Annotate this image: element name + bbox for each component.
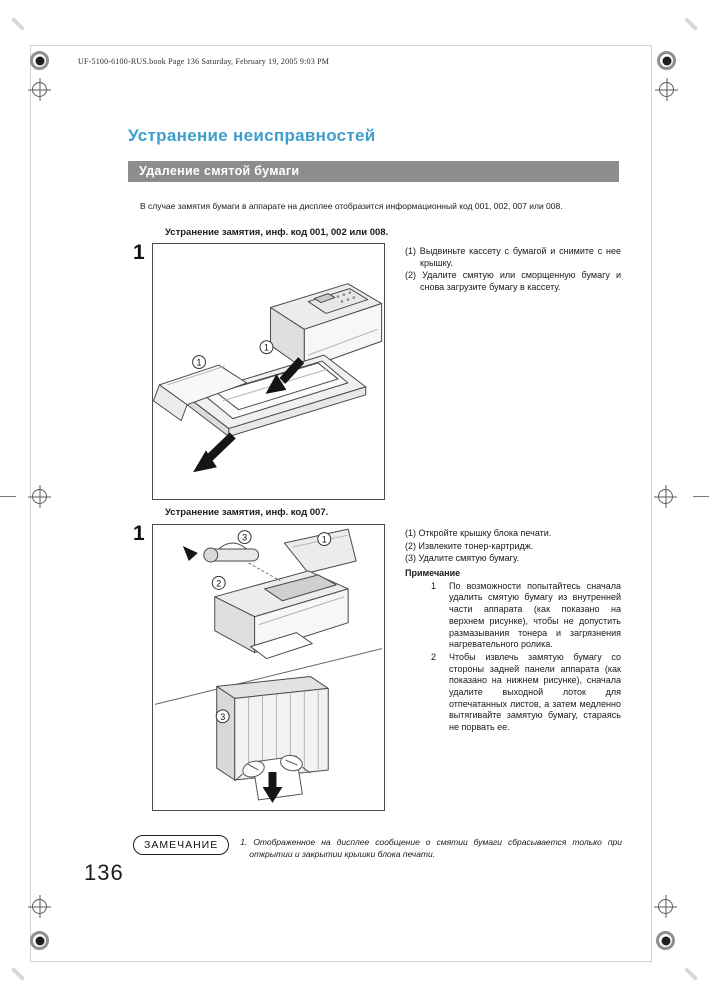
instruction-item: (2) Удалите смятую или сморщенную бумагу… (405, 270, 621, 293)
note-text: По возможности попытайтесь сначала удали… (449, 580, 621, 650)
registration-bullseye-top-right (657, 51, 676, 70)
instruction-item: (2) Извлеките тонер-картридж. (405, 540, 534, 551)
instruction-item: (3) Удалите смятую бумагу. (405, 553, 520, 564)
figure2-callouts: 3 1 2 3 (211, 530, 332, 724)
note-number: 1 (431, 580, 437, 591)
registration-crosshair-mid-right (658, 489, 673, 504)
figure1-label-flap: 1 (197, 358, 202, 368)
note-number: 2 (431, 651, 437, 662)
note-item: 1 По возможности попытайтесь сначала уда… (431, 581, 621, 651)
note-heading: Примечание (405, 568, 461, 579)
section-title-bar: Удаление смятой бумаги (128, 161, 619, 182)
registration-crosshair-bottom-right (658, 899, 673, 914)
figure-jam-printer: 3 1 2 3 (152, 524, 385, 811)
figure1-callouts: 1 1 (192, 340, 274, 370)
procedure2-heading: Устранение замятия, инф. код 007. (165, 507, 329, 518)
procedure2-instructions: (1) Откройте крышку блока печати. (2) Из… (405, 528, 621, 735)
note-list: 1 По возможности попытайтесь сначала уда… (405, 581, 621, 734)
chapter-title: Устранение неисправностей (128, 126, 376, 145)
page-number: 136 (84, 860, 124, 885)
registration-crosshair-bottom-left (32, 899, 47, 914)
pull-direction-arrows (193, 357, 305, 473)
notice-label: ЗАМЕЧАНИЕ (133, 835, 230, 855)
footer-notice: ЗАМЕЧАНИЕ 1. Отображенное на дисплее соо… (133, 835, 622, 861)
procedure1-step-number: 1 (133, 241, 145, 264)
scan-artifact (683, 966, 699, 982)
note-text: Чтобы извлечь замятую бумагу со стороны … (449, 651, 621, 732)
instruction-item: (1) Откройте крышку блока печати. (405, 528, 552, 538)
print-slug: UF-5100-6100-RUS.book Page 136 Saturday,… (78, 57, 330, 66)
print-frame (30, 45, 652, 962)
printer-jam-illustration: 3 1 2 3 (154, 528, 383, 803)
notice-text: 1. Отображенное на дисплее сообщение о с… (240, 837, 622, 859)
procedure1-heading: Устранение замятия, инф. код 001, 002 ил… (165, 227, 389, 238)
registration-crosshair-top-right (659, 82, 674, 97)
figure2-label-cover: 1 (322, 535, 327, 545)
scan-artifact (10, 966, 26, 982)
registration-bullseye-top-left (30, 51, 49, 70)
procedure1-instructions: (1) Выдвиньте кассету с бумагой и снимит… (405, 246, 621, 295)
figure1-label-tray: 1 (264, 343, 269, 353)
registration-crosshair-top-left (32, 82, 47, 97)
figure2-label-interior: 2 (216, 578, 221, 588)
scan-artifact (683, 16, 699, 32)
figure2-label-cartridge: 3 (242, 533, 247, 543)
intro-text: В случае замятия бумаги в аппарате на ди… (140, 201, 563, 211)
procedure2-step-number: 1 (133, 522, 145, 545)
registration-bullseye-bottom-right (656, 931, 675, 950)
figure2-label-rear: 3 (220, 712, 225, 722)
trim-mark-right (693, 496, 709, 497)
scan-artifact (10, 16, 26, 32)
registration-crosshair-mid-left (32, 489, 47, 504)
figure-jam-cassette: 1 1 (152, 243, 385, 500)
registration-bullseye-bottom-left (30, 931, 49, 950)
trim-mark-left (0, 496, 16, 497)
instruction-item: (1) Выдвиньте кассету с бумагой и снимит… (405, 246, 621, 268)
note-item: 2 Чтобы извлечь замятую бумагу со сторон… (431, 652, 621, 734)
cassette-jam-illustration: 1 1 (153, 283, 383, 473)
